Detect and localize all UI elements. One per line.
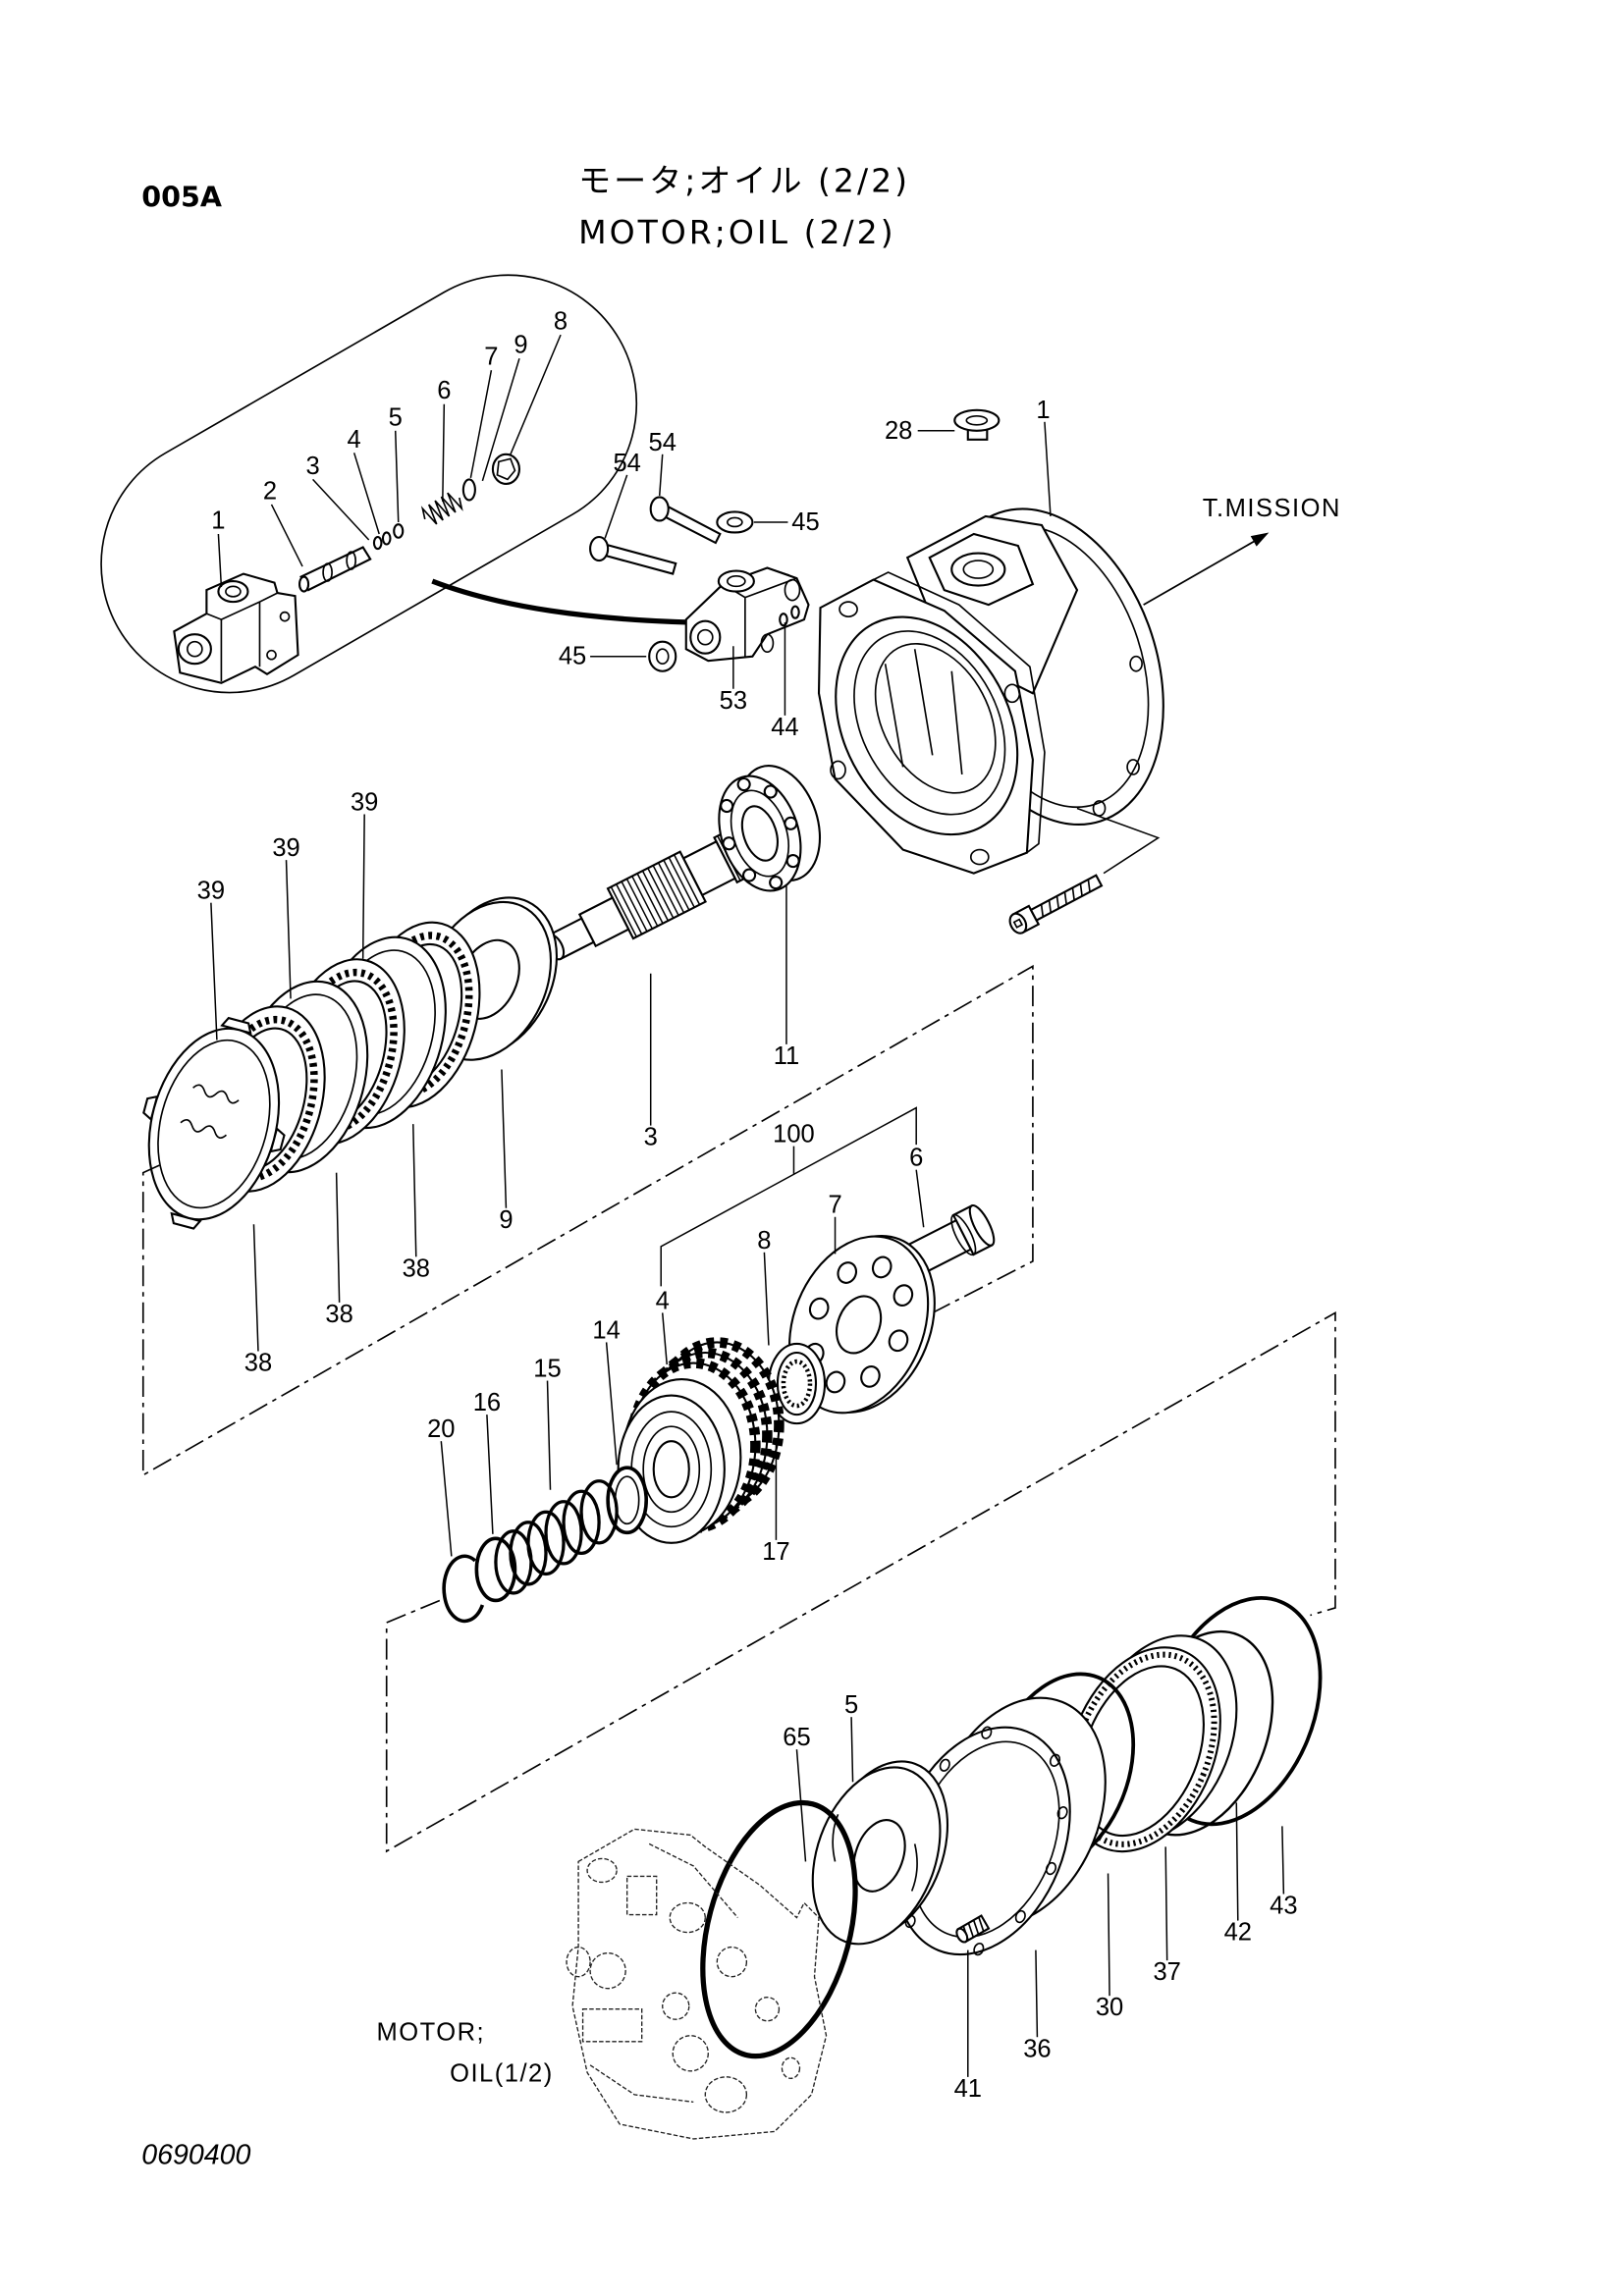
callout-label: 54 — [613, 450, 640, 477]
part-socket-bolt — [1008, 874, 1104, 934]
part-o-ring — [461, 478, 476, 502]
inset-outline — [100, 274, 638, 694]
part-plug — [491, 453, 521, 485]
callout-label: 36 — [1023, 2035, 1051, 2062]
callout-label: 9 — [514, 332, 527, 359]
callout-label: 11 — [774, 1042, 800, 1070]
callout-label: 45 — [559, 643, 586, 670]
motor-housing-reference — [566, 1828, 828, 2140]
part-bolt-54-upper — [649, 496, 722, 545]
callout-label: 39 — [197, 878, 225, 905]
part-spool — [298, 546, 372, 593]
callout-label: 65 — [783, 1724, 810, 1751]
part-gear — [617, 1337, 784, 1544]
callout-label: 4 — [348, 426, 361, 454]
callout-label: 38 — [403, 1255, 430, 1282]
motor-ref-label: MOTOR; — [376, 2018, 485, 2046]
callout-label: 9 — [499, 1206, 513, 1234]
part-ring-14 — [606, 1466, 648, 1535]
callout-label: 8 — [554, 308, 568, 336]
callout-label: 20 — [427, 1415, 455, 1443]
callout-label: 30 — [1096, 1994, 1123, 2021]
callout-label: 2 — [263, 477, 277, 505]
callout-label: 39 — [272, 834, 299, 862]
page-code: 005A — [141, 180, 222, 213]
callout-label: 38 — [244, 1350, 272, 1377]
part-washer-16 — [474, 1536, 517, 1603]
inset-relief-valve — [100, 274, 638, 694]
callout-label: 15 — [533, 1356, 561, 1383]
motor-ref-label: OIL(1/2) — [450, 2059, 554, 2087]
callout-label: 8 — [757, 1227, 771, 1255]
callout-label: 42 — [1224, 1919, 1252, 1947]
callout-label: 54 — [649, 429, 676, 456]
part-washer-45-lower — [648, 640, 677, 672]
part-screw-41 — [955, 1914, 991, 1944]
inset-connector — [431, 578, 694, 625]
part-ring-3 — [372, 535, 383, 551]
callout-label: 45 — [791, 508, 819, 536]
part-steel-plate — [142, 1016, 286, 1230]
part-bolt-54-lower — [589, 535, 677, 575]
part-washer-45-upper — [716, 510, 754, 534]
part-bearing — [718, 765, 822, 892]
leader-line — [1076, 807, 1161, 875]
callout-label: 1 — [1036, 397, 1050, 424]
washer-hole — [727, 516, 743, 528]
callout-label: 100 — [773, 1121, 815, 1148]
callout-label: 44 — [771, 714, 798, 741]
callout-label: 37 — [1153, 1958, 1180, 1986]
part-o-ring-44 — [790, 605, 800, 619]
callout-label: 28 — [885, 417, 912, 445]
callout-label: 41 — [954, 2075, 982, 2103]
callout-label: 6 — [437, 377, 451, 404]
page-title-en: MOTOR;OIL (2/2) — [578, 213, 896, 251]
part-snap-ring-8 — [767, 1342, 827, 1425]
part-ring-5 — [393, 523, 405, 539]
callout-label: 5 — [389, 403, 403, 431]
callout-label: 43 — [1270, 1893, 1297, 1920]
callout-label: 16 — [473, 1389, 501, 1416]
assembly-bracket — [385, 1311, 1336, 1853]
page-title-jp: モータ;オイル (2/2) — [578, 161, 910, 199]
part-spring-15 — [494, 1479, 619, 1595]
part-valve-body — [173, 572, 299, 684]
callout-label: 7 — [828, 1192, 841, 1219]
washer-hole — [655, 648, 670, 666]
callout-label: 3 — [644, 1124, 658, 1151]
callout-label: 38 — [325, 1301, 352, 1328]
part-retainer-plate — [787, 1234, 936, 1415]
assembly-bracket — [141, 964, 1034, 1477]
callout-label: 4 — [656, 1287, 670, 1314]
part-plug-28 — [953, 408, 1001, 441]
callout-label: 5 — [844, 1691, 858, 1719]
leader-lines — [210, 421, 1285, 2077]
part-snap-ring-20 — [442, 1554, 485, 1624]
callout-label: 17 — [762, 1538, 789, 1566]
callout-label: 53 — [720, 687, 747, 715]
callout-label: 1 — [211, 507, 225, 534]
part-housing — [817, 507, 1164, 875]
callout-label: 39 — [351, 788, 378, 816]
part-ring-4 — [381, 531, 392, 546]
callout-label: 14 — [592, 1316, 620, 1344]
leader-lines — [217, 334, 562, 588]
part-valve-plate — [811, 1760, 949, 1946]
part-o-ring-44 — [779, 613, 788, 627]
transmission-arrow — [1143, 532, 1270, 606]
callout-label: 6 — [909, 1145, 923, 1172]
drawing-number: 0690400 — [141, 2140, 250, 2171]
part-o-ring-65 — [700, 1799, 858, 2059]
callout-label: 7 — [484, 344, 498, 371]
transmission-label: T.MISSION — [1203, 495, 1341, 522]
callout-label: 3 — [305, 453, 319, 480]
part-valve-block — [684, 566, 810, 663]
part-spring — [420, 492, 463, 525]
